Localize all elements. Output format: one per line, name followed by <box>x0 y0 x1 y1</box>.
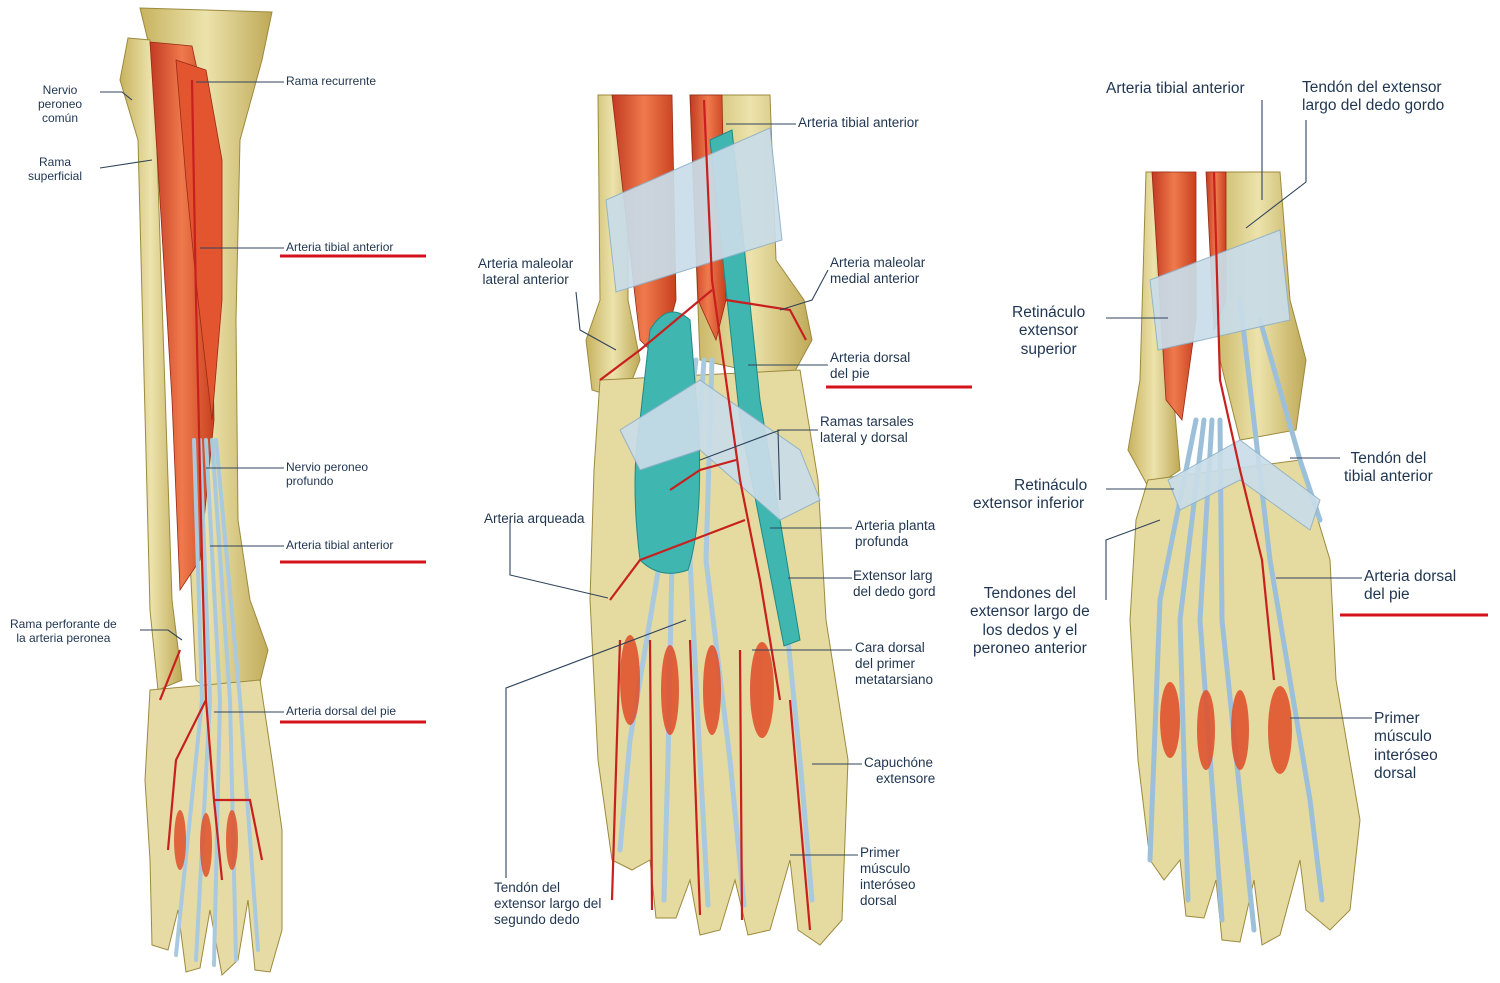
highlight-underlines <box>280 254 1488 724</box>
label-rama-perforante: Rama perforante de la arteria peronea <box>10 617 117 646</box>
label-rama-superficial: Rama superficial <box>28 155 83 184</box>
label-tendon-extensor-largo-dedo-gordo: Tendón del extensor largo del dedo gordo <box>1302 79 1445 115</box>
label-rama-recurrente: Rama recurrente <box>286 74 377 88</box>
middle-interossei <box>620 635 774 738</box>
left-leg-figure <box>119 7 283 976</box>
label-arteria-maleolar-medial: Arteria maleolar medial anterior <box>830 255 926 286</box>
label-arteria-dorsal-del-pie-mid: Arteria dorsal del pie <box>830 350 911 381</box>
label-retinaculo-superior: Retináculo extensor superior <box>1012 304 1086 358</box>
label-capuchon-extensor: Capuchóne extensore <box>864 755 936 786</box>
label-arteria-tibial-anterior-2: Arteria tibial anterior <box>286 538 394 552</box>
label-arteria-dorsal-del-pie-right: Arteria dorsal del pie <box>1364 568 1457 604</box>
right-interossei <box>1160 682 1292 774</box>
label-arteria-tibial-anterior-mid: Arteria tibial anterior <box>798 115 919 130</box>
middle-retinacula <box>605 127 821 521</box>
label-primer-musculo-interoseo-right: Primer músculo interóseo dorsal <box>1374 710 1438 782</box>
label-arteria-maleolar-lateral: Arteria maleolar lateral anterior <box>478 256 574 287</box>
left-foot-interossei <box>174 810 238 877</box>
left-tendons <box>174 438 260 967</box>
label-nervio-peroneo-comun: Nervio peroneo común <box>38 83 83 126</box>
label-arteria-arqueada: Arteria arqueada <box>484 511 585 526</box>
label-tendon-tibial-anterior: Tendón del tibial anterior <box>1344 450 1433 486</box>
left-arteries <box>158 79 264 881</box>
middle-arteries <box>599 99 812 931</box>
label-arteria-tibial-anterior-1: Arteria tibial anterior <box>286 240 394 254</box>
label-arteria-plantar-profunda: Arteria planta profunda <box>855 518 936 549</box>
label-cara-dorsal: Cara dorsal del primer metatarsiano <box>855 640 934 687</box>
right-foot-figure <box>1127 171 1361 946</box>
right-retinacula <box>1149 229 1321 531</box>
label-retinaculo-inferior: Retináculo extensor inferior <box>973 477 1088 513</box>
left-extensor-muscle <box>175 59 223 421</box>
label-tendon-segundo-dedo: Tendón del extensor largo del segundo de… <box>494 880 602 927</box>
right-arteries <box>1212 171 1276 681</box>
label-ramas-tarsales: Ramas tarsales lateral y dorsal <box>820 414 914 445</box>
leader-lines <box>99 81 1372 878</box>
label-extensor-largo-dedo-gordo: Extensor larg del dedo gord <box>853 568 936 599</box>
label-tendones-extensor-largo-dedos: Tendones del extensor largo de los dedos… <box>970 585 1090 657</box>
label-primer-musculo-interoseo-mid: Primer músculo interóseo dorsal <box>860 845 916 908</box>
label-arteria-tibial-anterior-right: Arteria tibial anterior <box>1106 80 1245 97</box>
label-nervio-peroneo-profundo: Nervio peroneo profundo <box>286 460 369 489</box>
label-arteria-dorsal-del-pie-left: Arteria dorsal del pie <box>286 704 397 718</box>
middle-foot-figure <box>585 94 849 946</box>
